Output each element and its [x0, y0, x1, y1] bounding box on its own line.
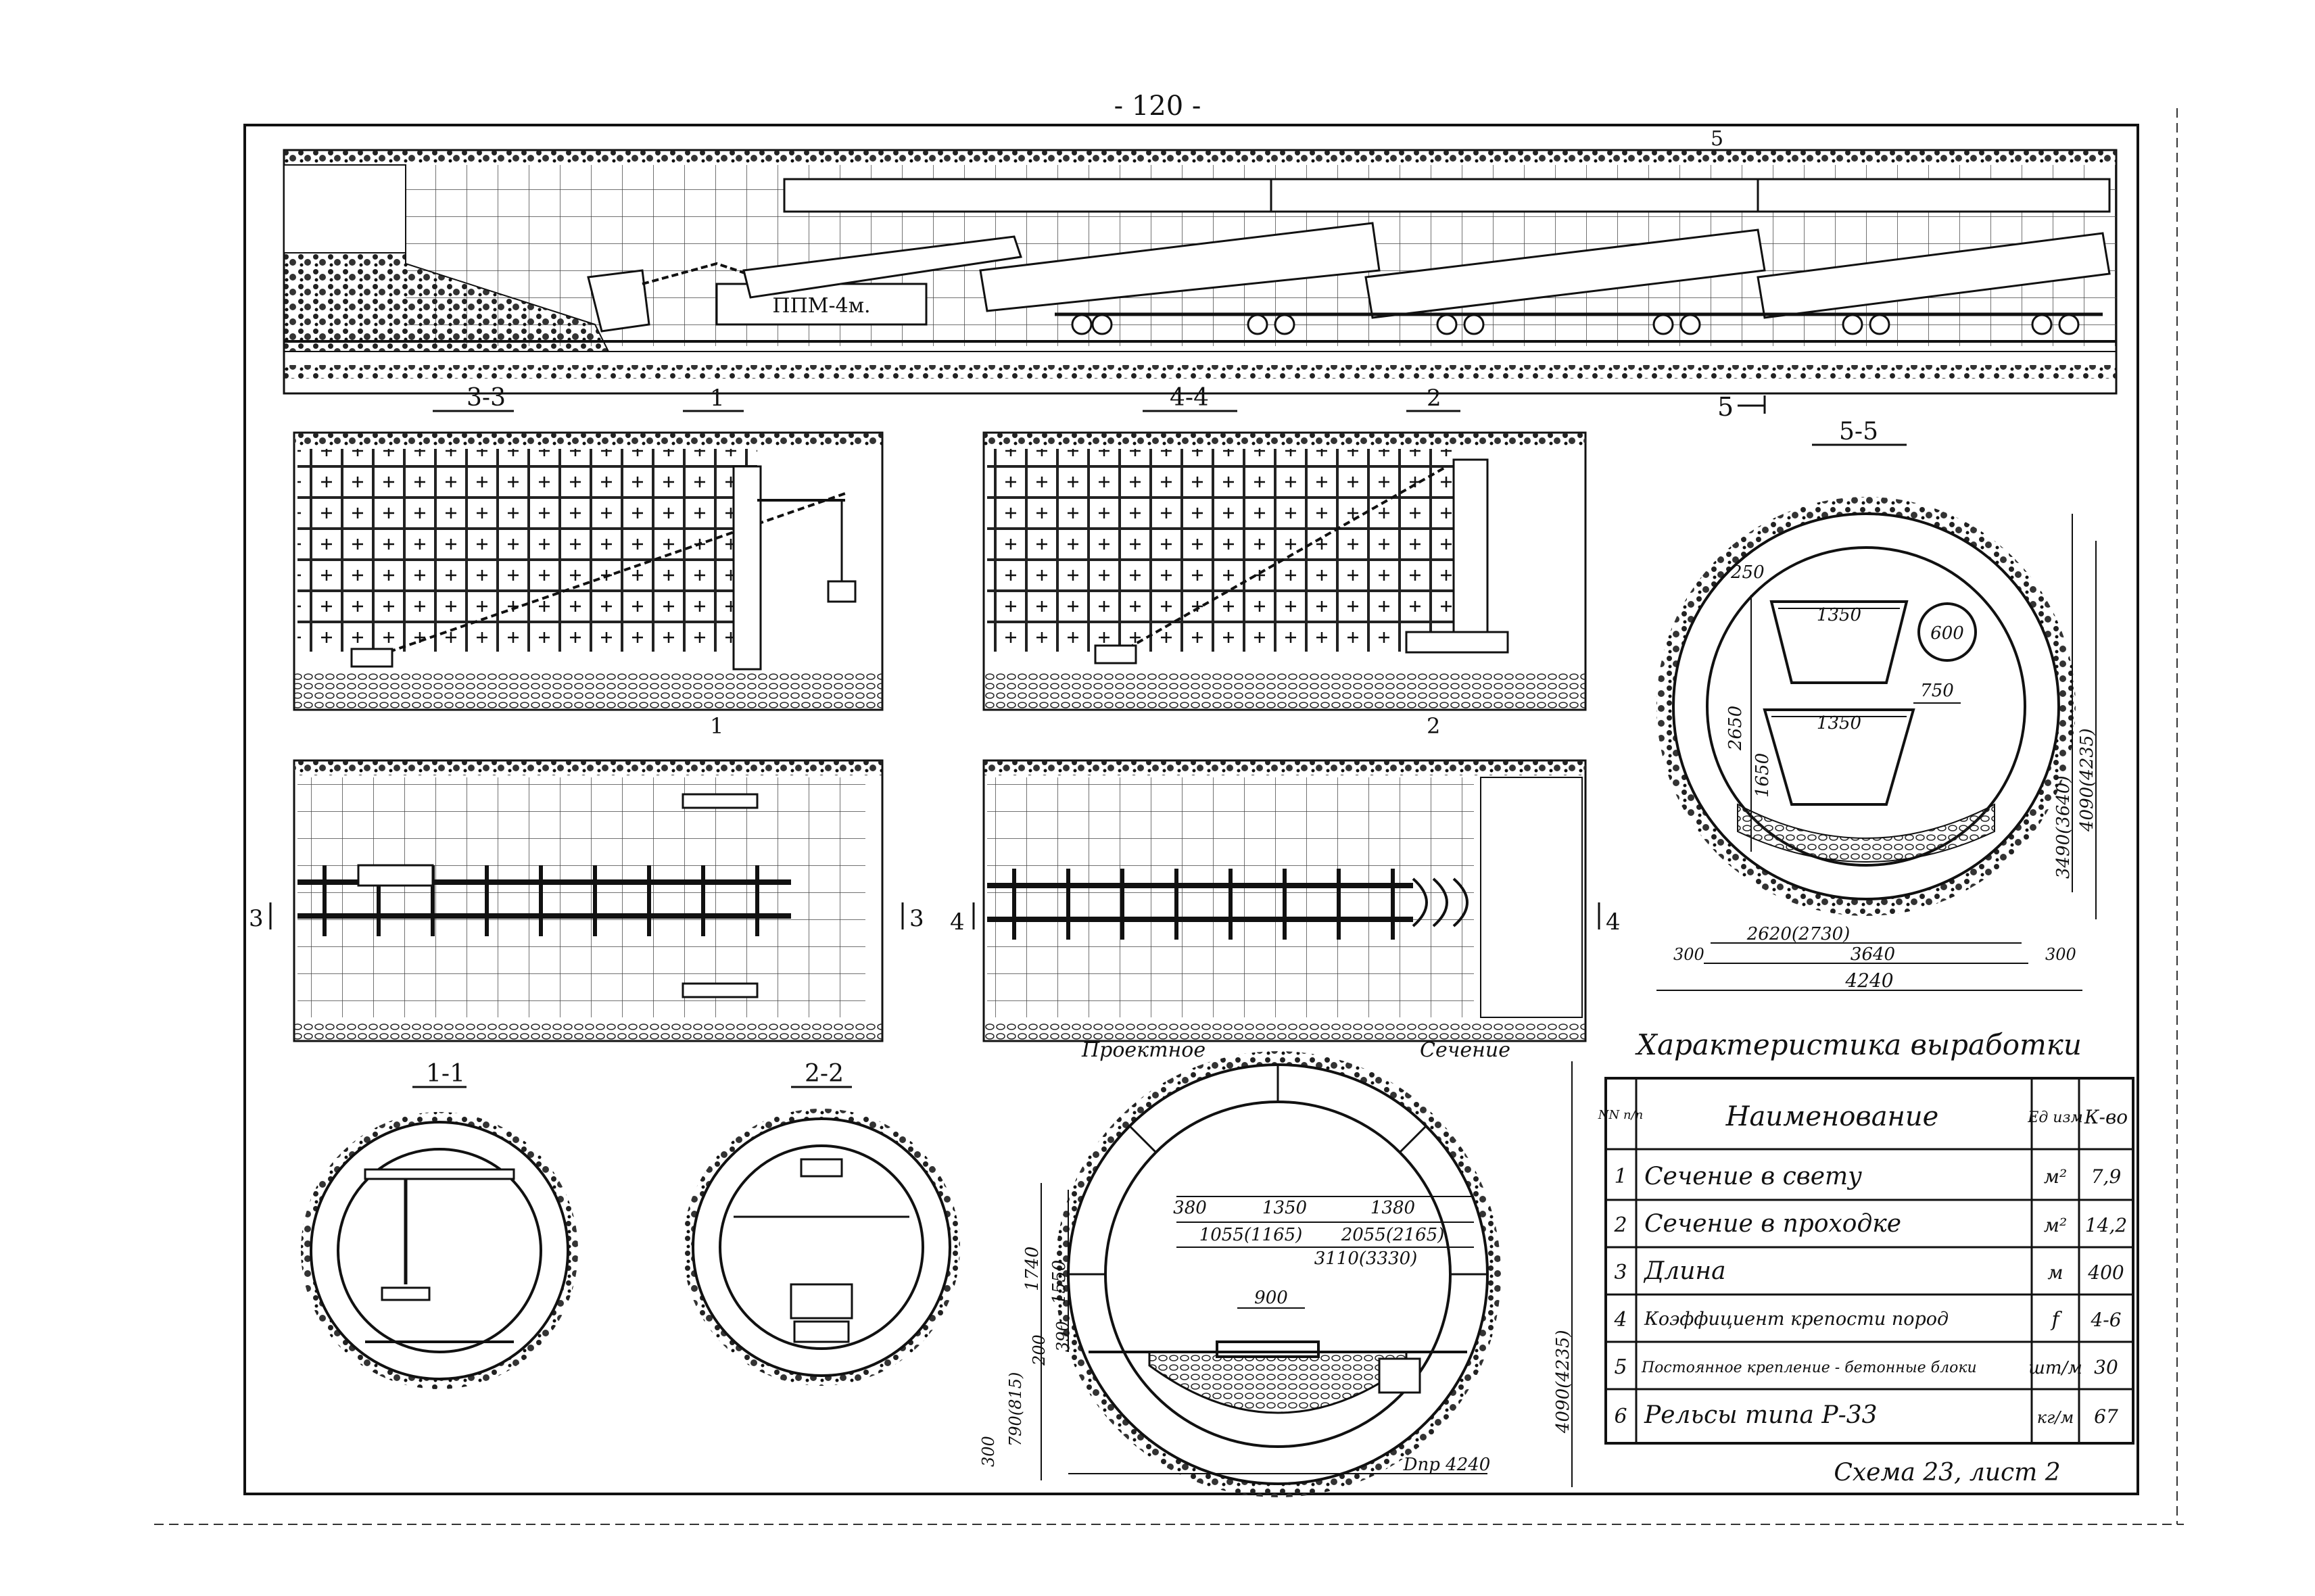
- cut-mark-1-top: 1: [710, 385, 725, 412]
- dim-5-5-4090: 4090(4235): [2077, 728, 2097, 832]
- dim-5-5-300a: 300: [1673, 945, 1704, 964]
- cut-mark-3-right: 3: [909, 905, 924, 932]
- cut-mark-2-top: 2: [1427, 385, 1441, 412]
- row-3-num: 3: [1614, 1261, 1627, 1284]
- row-5-num: 5: [1614, 1355, 1627, 1379]
- section-5-5-cross-section: 600 1350 1350 750 250 2650 1650: [1656, 497, 2076, 916]
- section-4-4-plan: [982, 759, 1587, 1042]
- row-2-name: Сечение в проходке: [1644, 1210, 1901, 1238]
- row-6-unit: кг/м: [2037, 1408, 2074, 1427]
- row-2-qty: 14,2: [2085, 1214, 2127, 1236]
- dim-1350: 1350: [1262, 1198, 1307, 1218]
- dim-1550: 1550: [1049, 1260, 1070, 1305]
- row-3-qty: 400: [2087, 1261, 2124, 1284]
- dim-390: 390: [1053, 1321, 1072, 1352]
- section-3-3-plan: [293, 759, 884, 1042]
- dim-5-5-2620: 2620(2730): [1746, 924, 1851, 944]
- header-name: Наименование: [1725, 1101, 1939, 1132]
- row-3-unit: м: [2047, 1261, 2063, 1284]
- cart-wheels: [1071, 314, 2080, 335]
- machine-label: ППМ-4м.: [772, 294, 870, 318]
- row-4-qty: 4-6: [2090, 1309, 2121, 1331]
- dim-5-5-4240: 4240: [1844, 969, 1893, 992]
- row-2-num: 2: [1613, 1213, 1627, 1237]
- cut-mark-4-right: 4: [1606, 909, 1621, 936]
- cut-mark-5-bottom: 5: [1717, 392, 1734, 422]
- header-num: NN п/п: [1598, 1108, 1643, 1122]
- row-5-unit: шт/м: [2028, 1358, 2082, 1378]
- dim-5-5-300b: 300: [2045, 945, 2076, 964]
- row-2-unit: м²: [2044, 1214, 2067, 1236]
- dim-3110: 3110(3330): [1314, 1249, 1418, 1269]
- row-3-name: Длина: [1643, 1257, 1726, 1285]
- row-4-unit: f: [2050, 1308, 2062, 1332]
- label-proektnoe: Проектное: [1081, 1038, 1206, 1062]
- cut-mark-1-bottom: 1: [710, 713, 723, 739]
- dim-300: 300: [979, 1436, 998, 1467]
- row-1-qty: 7,9: [2091, 1165, 2122, 1188]
- dim-1740: 1740: [1022, 1247, 1043, 1291]
- header-unit: Ед изм: [2027, 1109, 2082, 1126]
- section-1-1-cross-section: [301, 1112, 578, 1389]
- row-4-name: Коэффициент крепости пород: [1644, 1309, 1949, 1330]
- dim-5-5-2650: 2650: [1725, 706, 1746, 751]
- row-1-name: Сечение в свету: [1644, 1163, 1862, 1190]
- dim-5-5-750: 750: [1920, 681, 1954, 701]
- dim-1380: 1380: [1370, 1198, 1415, 1218]
- table-title: Характеристика выработки: [1635, 1028, 2082, 1061]
- dim-1055: 1055(1165): [1199, 1225, 1303, 1245]
- section-2-2-title: 2-2: [805, 1060, 844, 1088]
- cut-mark-5-top: 5: [1711, 127, 1723, 151]
- dim-900: 900: [1254, 1288, 1288, 1308]
- dim-5-5-1650: 1650: [1752, 753, 1773, 798]
- dim-5-5-1350a: 1350: [1817, 605, 1861, 625]
- dim-main-4090: 4090(4235): [1553, 1330, 1573, 1434]
- dim-5-5-3640: 3640: [1851, 944, 1895, 965]
- dim-main-4240: Dпр 4240: [1403, 1455, 1491, 1475]
- section-4-4-elevation: [982, 431, 1587, 711]
- dim-2055: 2055(2165): [1341, 1225, 1445, 1245]
- row-5-name: Постоянное крепление - бетонные блоки: [1641, 1359, 1977, 1376]
- dim-5-5-250: 250: [1730, 562, 1765, 583]
- longitudinal-section: ППМ-4м. 5 5: [283, 127, 2118, 422]
- row-4-num: 4: [1613, 1308, 1627, 1332]
- label-sechenie: Сечение: [1420, 1038, 1510, 1062]
- loader-machine: ППМ-4м.: [587, 235, 1022, 333]
- row-6-num: 6: [1614, 1405, 1627, 1428]
- section-3-3-title: 3-3: [467, 384, 506, 412]
- section-4-4-title: 4-4: [1170, 384, 1209, 412]
- section-1-1-title: 1-1: [426, 1060, 465, 1088]
- dim-5-5-600: 600: [1930, 623, 1964, 644]
- row-6-qty: 67: [2094, 1405, 2118, 1428]
- dim-5-5-3490: 3490(3640): [2053, 775, 2074, 879]
- drawing-frame: [243, 124, 2139, 1495]
- row-1-num: 1: [1614, 1165, 1627, 1188]
- dim-5-5-1350b: 1350: [1817, 713, 1861, 733]
- cut-mark-2-bottom: 2: [1427, 713, 1440, 739]
- section-2-2-cross-section: [683, 1109, 960, 1386]
- dim-380: 380: [1173, 1198, 1207, 1218]
- page-number: - 120 -: [1114, 91, 1201, 122]
- cut-mark-4-left: 4: [950, 909, 965, 936]
- section-3-3-elevation: [293, 431, 884, 711]
- section-5-5-title: 5-5: [1839, 418, 1878, 445]
- main-cross-section: 380 1350 1380 1055(1165) 2055(2165) 3110…: [1055, 1051, 1501, 1497]
- sheet-caption: Схема 23, лист 2: [1834, 1459, 2060, 1486]
- row-6-name: Рельсы типа Р-33: [1644, 1401, 1878, 1429]
- dim-790: 790(815): [1006, 1372, 1025, 1447]
- dim-200: 200: [1030, 1334, 1049, 1366]
- header-qty: К-во: [2084, 1106, 2128, 1128]
- cut-mark-3-left: 3: [249, 905, 264, 932]
- row-5-qty: 30: [2094, 1356, 2118, 1378]
- characteristics-table: NN п/п Наименование Ед изм К-во 1 Сечени…: [1598, 1077, 2134, 1445]
- row-1-unit: м²: [2044, 1165, 2067, 1188]
